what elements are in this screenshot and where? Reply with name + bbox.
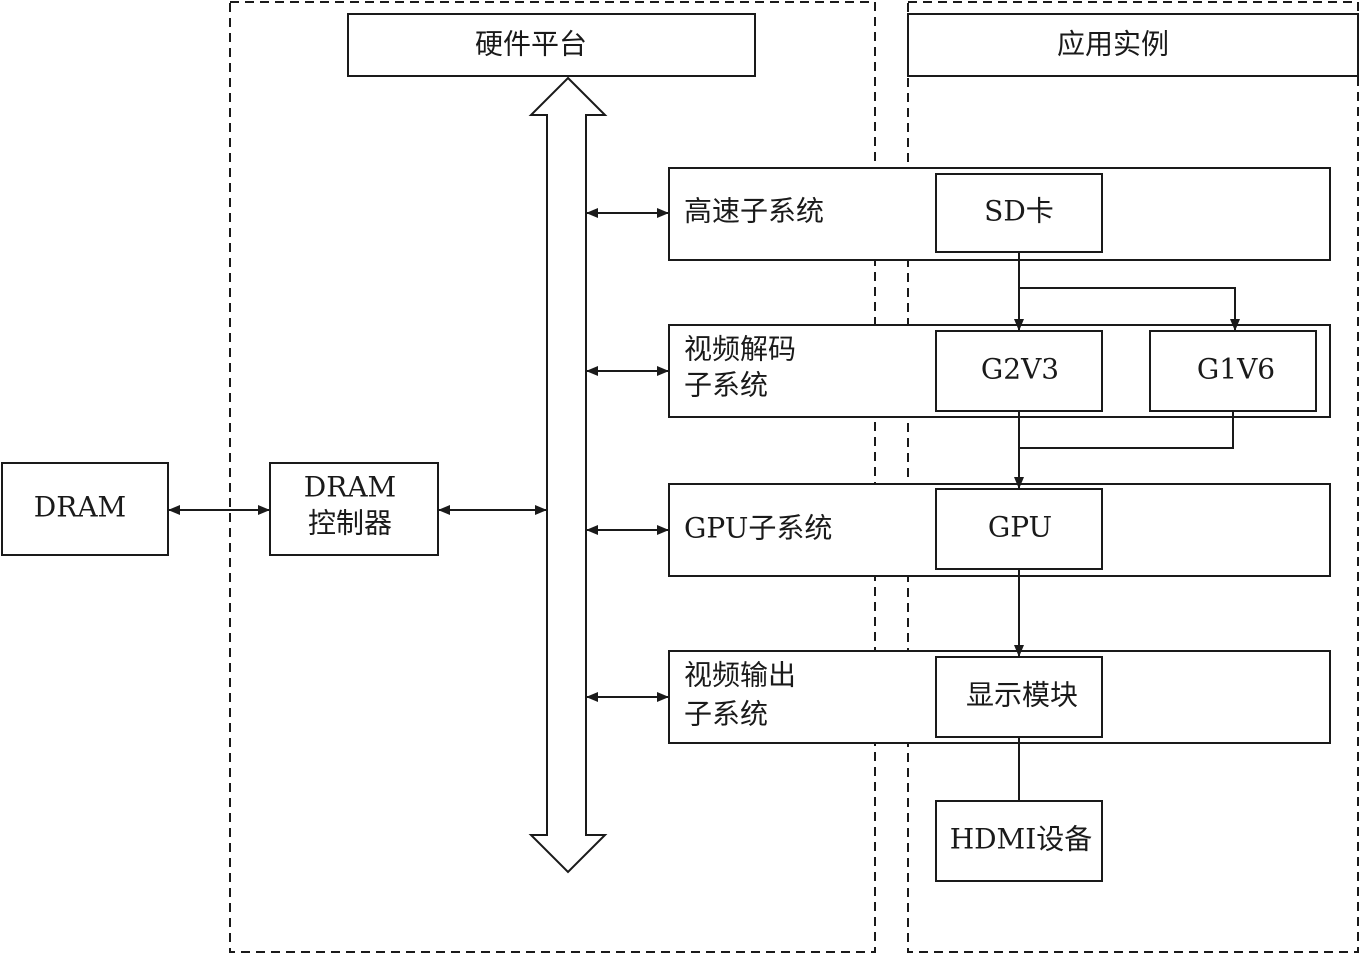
gpu-module: GPU [935, 488, 1103, 570]
gpu-label: GPU [988, 511, 1052, 544]
video-decode-subsystem-label-line2: 子系统 [684, 369, 768, 402]
sd-card-label: SD卡 [984, 195, 1054, 228]
sd-to-g1v6-arrow [1019, 287, 1240, 331]
sd-card-module: SD卡 [935, 173, 1103, 253]
g2v3-label: G2V3 [981, 353, 1059, 386]
dram-controller-label-line1: DRAM [304, 471, 396, 504]
system-bus-arrow [528, 76, 608, 874]
dram-label: DRAM [34, 491, 126, 524]
hdmi-device-module: HDMI设备 [935, 800, 1103, 882]
dram-block: DRAM [1, 462, 169, 556]
display-module-label: 显示模块 [966, 679, 1078, 712]
dram-controller-label-line2: 控制器 [308, 507, 392, 540]
video-output-subsystem-label-line2: 子系统 [684, 698, 768, 731]
application-example-panel [907, 1, 1359, 953]
hardware-platform-panel [229, 1, 876, 953]
application-example-title: 应用实例 [907, 13, 1359, 77]
display-module: 显示模块 [935, 656, 1103, 738]
hardware-platform-title: 硬件平台 [347, 13, 756, 77]
video-output-subsystem-label-line1: 视频输出 [684, 659, 796, 692]
g2v3-module: G2V3 [935, 330, 1103, 412]
hdmi-device-label: HDMI设备 [950, 823, 1093, 856]
application-example-title-text: 应用实例 [1057, 28, 1169, 61]
gpu-subsystem-label: GPU子系统 [684, 512, 832, 545]
hardware-platform-title-text: 硬件平台 [475, 28, 587, 61]
g1v6-module: G1V6 [1149, 330, 1317, 412]
video-decode-subsystem-label-line1: 视频解码 [684, 333, 796, 366]
g1v6-label: G1V6 [1197, 353, 1275, 386]
high-speed-subsystem-label: 高速子系统 [684, 195, 824, 228]
g1v6-to-gpu-connector [1019, 412, 1234, 449]
dram-controller-block: DRAM 控制器 [269, 462, 439, 556]
